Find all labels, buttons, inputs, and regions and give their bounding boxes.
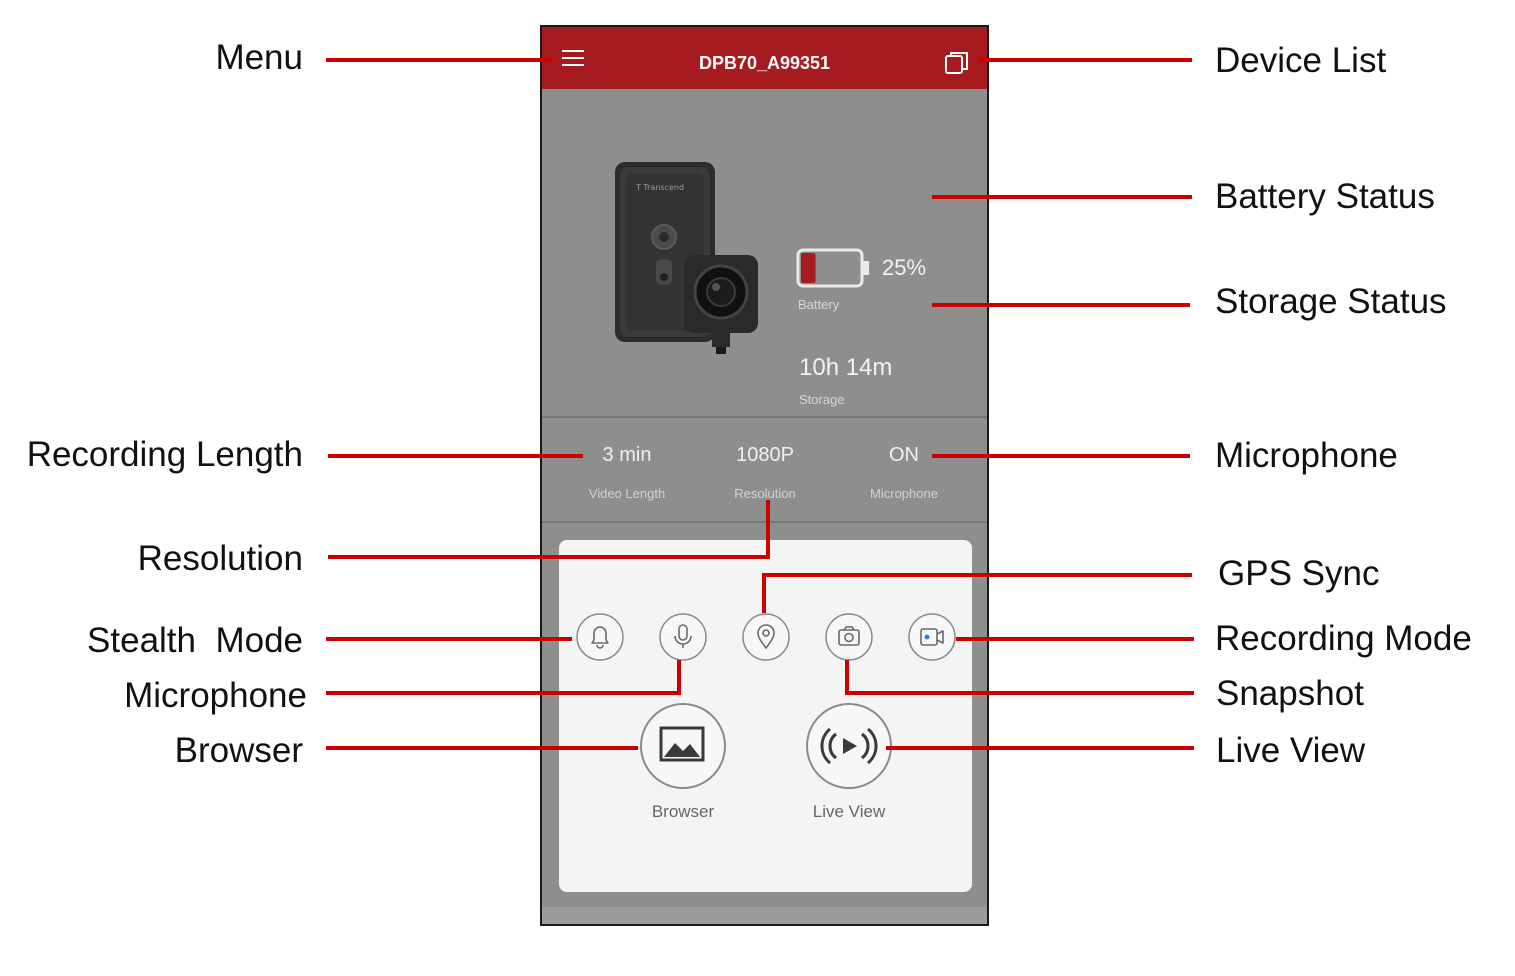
- battery-percent: 25%: [882, 255, 927, 280]
- storage-time: 10h 14m: [799, 354, 893, 381]
- location-pin-icon: [757, 624, 775, 650]
- callout-stealth-mode: Stealth Mode: [87, 621, 303, 660]
- callout-microphone-status: Microphone: [1215, 436, 1398, 475]
- device-name-title: DPB70_A99351: [698, 53, 831, 73]
- callout-device-list: Device List: [1215, 41, 1387, 80]
- callout-storage-status: Storage Status: [1215, 282, 1447, 321]
- leader-gps-sync-h: [762, 573, 1192, 577]
- video-camera-icon: [920, 628, 944, 646]
- leader-recording-mode: [956, 637, 1194, 641]
- leader-browser: [326, 746, 638, 750]
- microphone-icon: [674, 624, 692, 648]
- device-status-area: T Transcend 25% Battery 10h 14m Storage: [542, 89, 987, 417]
- gps-sync-button[interactable]: [741, 612, 791, 662]
- video-length-label: Video Length: [588, 486, 666, 501]
- leader-snapshot-h: [845, 691, 1194, 695]
- callout-battery-status: Battery Status: [1215, 177, 1435, 216]
- leader-gps-sync-v: [762, 573, 766, 613]
- leader-battery-status: [932, 195, 1192, 199]
- resolution-value: 1080P: [736, 444, 794, 466]
- divider-top: [542, 416, 987, 418]
- recording-mode-button[interactable]: [907, 612, 957, 662]
- menu-button[interactable]: [558, 45, 592, 71]
- browser-label: Browser: [651, 802, 715, 821]
- storage-label: Storage: [799, 392, 845, 407]
- broadcast-play-icon: [820, 727, 878, 765]
- divider-bottom: [542, 521, 987, 523]
- browser-button[interactable]: [639, 702, 727, 790]
- leader-snapshot-v: [845, 660, 849, 695]
- leader-stealth-mode: [326, 637, 572, 641]
- live-view-button[interactable]: [805, 702, 893, 790]
- resolution-label: Resolution: [734, 486, 796, 501]
- top-bar: DPB70_A99351: [542, 27, 987, 89]
- leader-microphone-v: [677, 660, 681, 695]
- svg-text:T Transcend: T Transcend: [635, 183, 684, 192]
- callout-resolution: Resolution: [137, 539, 303, 578]
- leader-storage-status: [932, 303, 1190, 307]
- leader-device-list: [978, 58, 1192, 62]
- camera-icon: [838, 626, 860, 646]
- microphone-button[interactable]: [658, 612, 708, 662]
- video-length-value: 3 min: [602, 444, 652, 466]
- callout-browser: Browser: [174, 731, 303, 770]
- live-view-label: Live View: [812, 802, 886, 821]
- callout-snapshot: Snapshot: [1216, 674, 1364, 713]
- device-list-icon: [945, 52, 968, 74]
- leader-resolution-h: [328, 555, 770, 559]
- bottom-strip: [542, 907, 987, 924]
- hamburger-menu-icon: [562, 50, 584, 66]
- leader-microphone-status: [932, 454, 1190, 458]
- snapshot-button[interactable]: [824, 612, 874, 662]
- callout-recording-length: Recording Length: [26, 435, 303, 474]
- body-camera-image: T Transcend: [615, 162, 758, 354]
- callout-microphone: Microphone: [124, 676, 307, 715]
- battery-label: Battery: [798, 297, 840, 312]
- callout-recording-mode: Recording Mode: [1215, 619, 1472, 658]
- leader-recording-length: [328, 454, 583, 458]
- callout-live-view: Live View: [1216, 731, 1366, 770]
- microphone-status-label: Microphone: [870, 486, 938, 501]
- device-list-button[interactable]: [943, 49, 971, 77]
- callout-menu: Menu: [215, 38, 303, 77]
- leader-resolution-v: [766, 500, 770, 559]
- stealth-mode-button[interactable]: [575, 612, 625, 662]
- battery-icon: [796, 248, 869, 288]
- app-screen: DPB70_A99351 T Transcend: [540, 25, 989, 926]
- leader-microphone-h: [326, 691, 681, 695]
- callout-gps-sync: GPS Sync: [1218, 554, 1380, 593]
- image-icon: [659, 726, 705, 762]
- leader-live-view: [886, 746, 1194, 750]
- leader-menu: [326, 58, 552, 62]
- microphone-status-value: ON: [889, 444, 919, 466]
- bell-icon: [591, 626, 609, 649]
